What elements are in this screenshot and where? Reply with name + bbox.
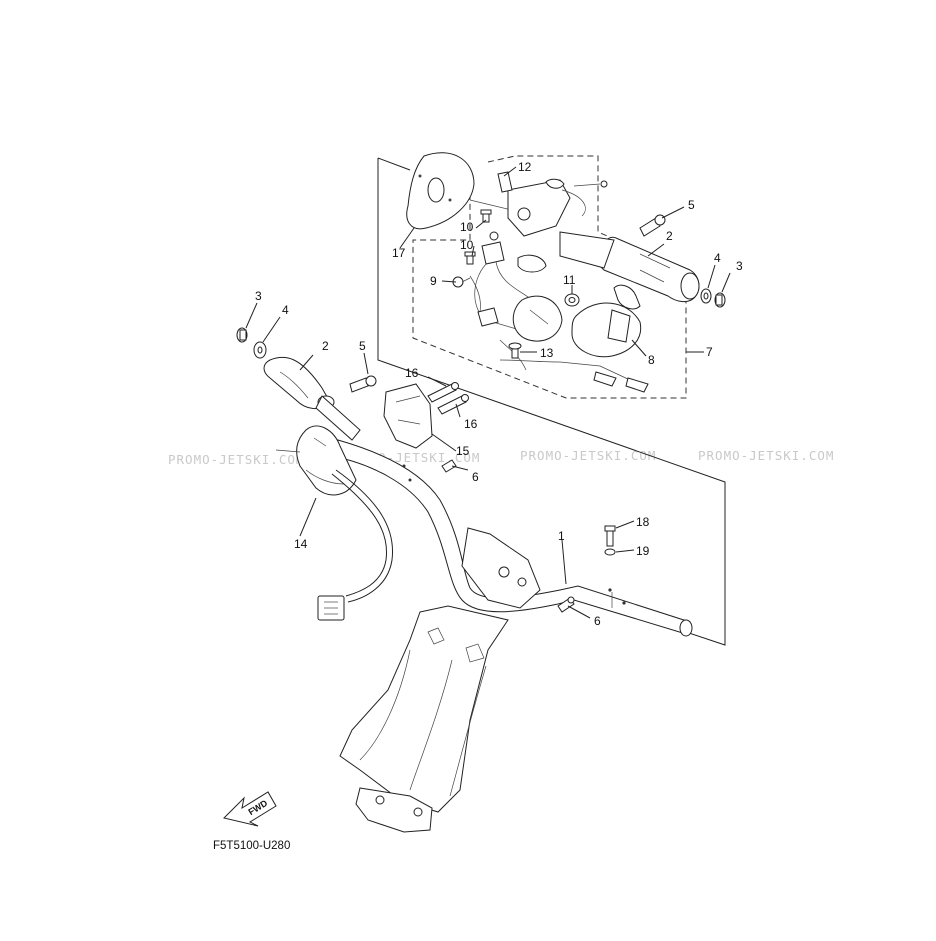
- drawing-code: F5T5100-U280: [213, 840, 290, 852]
- callout-15: 15: [456, 444, 470, 458]
- screw-5-left: [349, 375, 377, 393]
- screw-10-upper: [480, 209, 492, 223]
- callout-6-right: 6: [594, 614, 601, 628]
- clip-9: [452, 276, 471, 288]
- callout-19: 19: [636, 544, 650, 558]
- switch-upper-housing: [507, 178, 608, 237]
- callout-2-right: 2: [666, 229, 673, 243]
- callout-18: 18: [636, 515, 650, 529]
- callout-10-upper: 10: [460, 220, 474, 234]
- right-grip: [597, 236, 700, 303]
- callout-8: 8: [648, 353, 655, 367]
- leader-lines: [245, 166, 731, 619]
- callout-10-lower: 10: [460, 238, 474, 252]
- bolt-16-upper: [427, 382, 459, 403]
- explode-frame: [377, 157, 726, 646]
- watermark-text-1: PROMO-JETSKI.COM: [168, 452, 304, 467]
- fwd-arrow-icon: FWD: [223, 791, 277, 827]
- column-upper-block: [461, 527, 541, 609]
- callout-16-upper: 16: [405, 366, 419, 380]
- screw-13: [508, 342, 522, 359]
- callout-2-left: 2: [322, 339, 329, 353]
- callout-4-right: 4: [714, 251, 721, 265]
- left-screw-3: [236, 327, 248, 343]
- steering-column: [339, 605, 509, 833]
- callout-17: 17: [392, 246, 406, 260]
- watermark-row: PROMO-JETSKI.COM PROMO-JETSKI.COM PROMO-…: [168, 448, 834, 467]
- cover-17: [406, 152, 521, 230]
- callout-9: 9: [430, 274, 437, 288]
- bolt-18: [604, 525, 616, 547]
- bracket-15: [383, 383, 433, 449]
- washer-19: [604, 548, 616, 556]
- callout-13: 13: [540, 346, 554, 360]
- watermark-text-4: PROMO-JETSKI.COM: [698, 448, 834, 463]
- bolt-16-lower: [437, 394, 469, 415]
- right-bar-sleeve: [559, 231, 615, 269]
- connector-plug: [317, 595, 345, 621]
- callout-3-right: 3: [736, 259, 743, 273]
- callout-7: 7: [706, 345, 713, 359]
- callout-11: 11: [563, 273, 576, 287]
- callout-4-left: 4: [282, 303, 289, 317]
- screw-10-lower: [464, 251, 476, 265]
- left-washer-4: [253, 341, 267, 359]
- grommet-11: [564, 293, 580, 307]
- screw-12: [497, 171, 513, 193]
- watermark-text-3: PROMO-JETSKI.COM: [520, 448, 656, 463]
- callout-14: 14: [294, 537, 308, 551]
- screw-3-right: [714, 292, 726, 308]
- callout-6-left: 6: [472, 470, 479, 484]
- callout-12: 12: [518, 160, 532, 174]
- throttle-lever-14: [275, 425, 394, 603]
- callout-16-lower: 16: [464, 417, 478, 431]
- switch-assembly-boundary: [412, 155, 687, 399]
- bolt-5-right: [639, 214, 666, 237]
- handlebar: [331, 439, 693, 637]
- callout-labels: 1 2 2 3 3 4 4 5 5 6 6 7 8 9 10 10 11 12 …: [255, 160, 743, 628]
- switch-cover-8: [571, 284, 642, 358]
- callout-5-left: 5: [359, 339, 366, 353]
- callout-5-right: 5: [688, 198, 695, 212]
- washer-4-right: [700, 288, 712, 304]
- callout-3-left: 3: [255, 289, 262, 303]
- switch-internal-wiring: [469, 231, 649, 393]
- left-bar-end: [315, 395, 361, 441]
- screw-6-left: [441, 459, 457, 473]
- screw-6-right: [557, 596, 575, 613]
- callout-1: 1: [558, 529, 565, 543]
